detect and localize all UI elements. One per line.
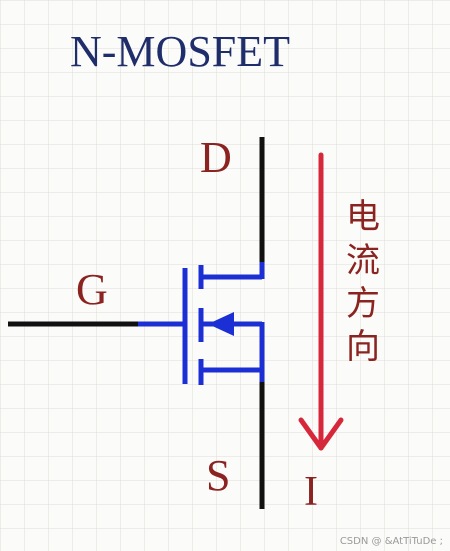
current-direction-char: 方 bbox=[346, 284, 380, 324]
current-direction-char: 流 bbox=[346, 241, 380, 281]
source-label: S bbox=[206, 451, 230, 500]
current-direction-char: 向 bbox=[346, 327, 380, 367]
watermark-text: CSDN @ &AtTiTuDe ; bbox=[340, 536, 443, 547]
drain-label: D bbox=[200, 133, 232, 182]
lead-wires bbox=[8, 137, 265, 509]
gate-label: G bbox=[76, 265, 108, 314]
diagram-title: N-MOSFET bbox=[70, 27, 290, 76]
current-direction-label: 电 流 方 向 bbox=[346, 197, 380, 367]
mosfet-symbol bbox=[138, 262, 265, 385]
current-symbol: I bbox=[304, 469, 318, 515]
body-arrow-icon bbox=[208, 312, 234, 336]
current-direction-char: 电 bbox=[346, 197, 380, 237]
current-direction-arrow bbox=[298, 152, 344, 451]
current-arrow-head bbox=[298, 417, 344, 451]
